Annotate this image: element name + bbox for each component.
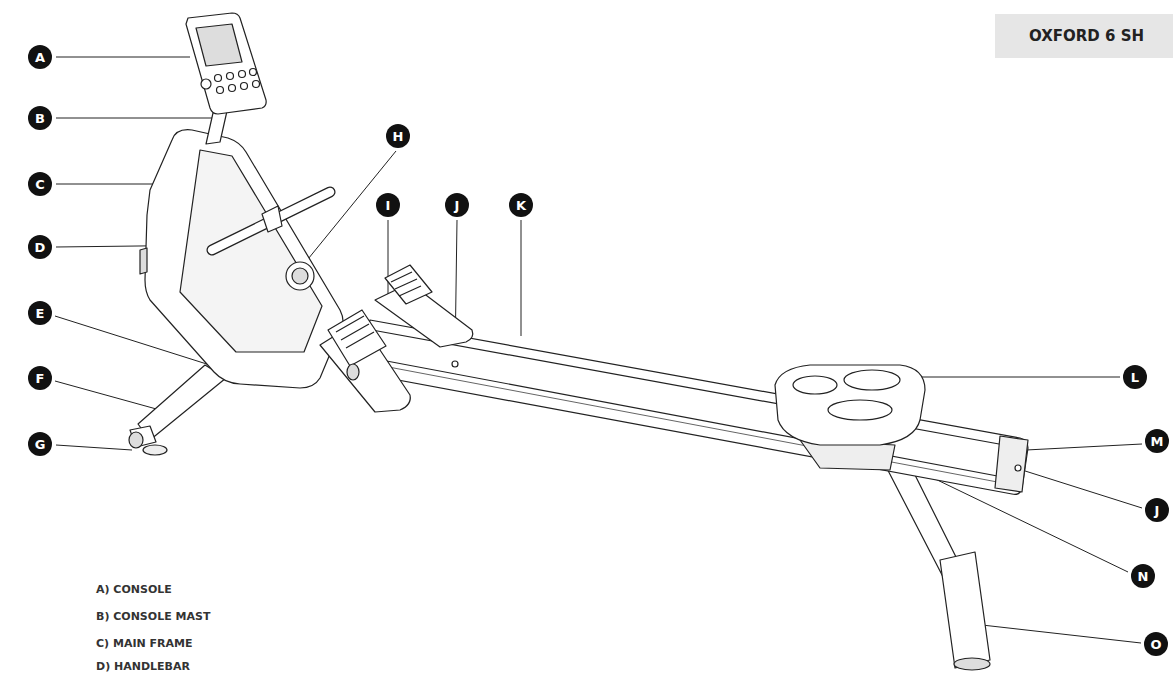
leader-line [56,445,132,450]
part-name: D) HANDLEBAR [96,660,190,673]
banner-text: OXFORD 6 SH [1029,27,1144,45]
part-name: B) CONSOLE MAST [96,610,210,623]
callout-circle: M [1145,429,1169,453]
seat-pad [793,376,837,394]
seat-pad [828,400,892,420]
rail [355,320,1028,494]
leader-line [1026,444,1142,450]
callout-letter: C [35,178,45,191]
callout-circle: L [1123,365,1147,389]
console-button [239,71,246,78]
handlebar [212,192,330,250]
seat [775,365,925,445]
stabiliser-cap [129,432,143,448]
console-button [241,83,248,90]
callout-circle: C [28,172,52,196]
leader-line [982,625,1141,643]
console-button [229,85,236,92]
console-button [201,79,211,89]
console [186,13,266,114]
callout-circle: F [28,366,52,390]
rail-groove [360,356,1008,478]
callout-circle: K [509,193,533,217]
callout-circle: O [1144,632,1168,656]
callout-letter: O [1150,638,1161,651]
console-button [215,75,222,82]
callout-letter: N [1138,570,1149,583]
callout-letter: H [393,130,404,143]
console-screen [196,24,242,66]
tension-knob [286,262,314,290]
console-button [250,69,257,76]
part-name: C) MAIN FRAME [96,637,192,650]
callout-letter: M [1151,435,1164,448]
callout-circle: J [445,193,469,217]
leader-line [55,381,160,410]
leader-line [388,220,389,300]
callout-circle: A [28,45,52,69]
frame-panel [180,150,322,352]
callout-letter: I [386,199,391,212]
console-button [217,87,224,94]
callout-circle: N [1131,564,1155,588]
callout-letter: L [1131,371,1139,384]
bolt [452,361,458,367]
callout-letter: K [516,199,526,212]
leader-line [521,220,522,336]
callout-circle: G [28,432,52,456]
callout-circle: I [376,193,400,217]
foot-plate-hinge [347,364,359,380]
frame-tab [140,248,147,274]
callout-letter: E [36,307,45,320]
rail-end-cap [995,436,1028,492]
main-frame [145,130,343,388]
callout-letter: J [455,199,460,212]
front-stabiliser [130,426,156,447]
callout-circle: B [28,106,52,130]
leader-line [56,184,165,185]
rail-edge [372,330,1010,446]
part-name: A) CONSOLE [96,583,172,596]
foot-strap [385,265,432,304]
handlebar-grip [262,206,282,232]
callout-letter: A [35,51,45,64]
callout-circle: J [1145,498,1169,522]
leader-line [1022,470,1142,508]
seat-pad [844,370,900,390]
tension-knob [292,268,308,284]
leader-line [918,377,1120,378]
bolt [1015,465,1021,471]
callout-letter: J [1155,504,1160,517]
title-banner: OXFORD 6 SH [995,14,1173,58]
leader-line [56,118,212,119]
callout-circle: H [386,124,410,148]
console-button [227,73,234,80]
callout-letter: B [35,112,45,125]
front-foot-pad [143,445,167,455]
console-button [253,81,260,88]
leader-line [56,57,190,58]
strap-lines [391,272,421,296]
foot-strap [328,310,386,366]
console-mast [206,111,227,144]
strap-lines [336,316,374,348]
handlebar [212,192,330,250]
rear-foot-cap [954,658,990,670]
callout-letter: G [35,438,46,451]
callout-letter: F [36,372,45,385]
callout-letter: D [35,241,46,254]
callout-circle: D [28,235,52,259]
callout-circle: E [28,301,52,325]
rail-groove [362,362,1008,484]
rear-foot [940,552,990,668]
